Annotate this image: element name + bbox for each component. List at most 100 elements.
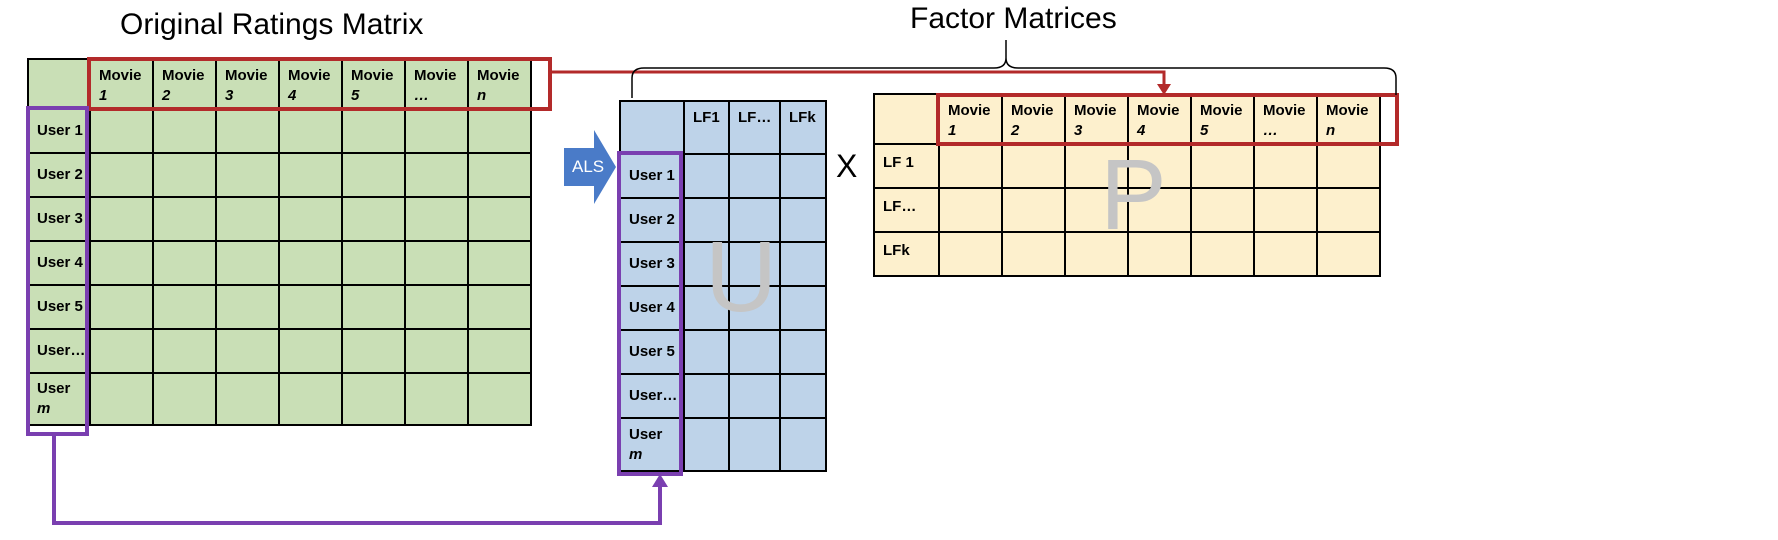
p-matrix-label: P (1100, 139, 1167, 251)
p-factor-label: LF 1 (873, 143, 940, 189)
rating-cell (215, 328, 280, 374)
ratings-movie-header-line1: Movie (288, 67, 331, 84)
rating-cell (278, 328, 343, 374)
als-arrow-icon (564, 130, 616, 204)
u-value-cell (683, 241, 730, 287)
ratings-movie-header-line1: Movie (162, 67, 205, 84)
ratings-user-row: User… (27, 328, 532, 374)
p-value-cell (1253, 187, 1318, 233)
rating-cell (278, 108, 343, 154)
ratings-movie-header-line1: Movie (225, 67, 268, 84)
rating-cell (467, 152, 532, 198)
ratings-movie-header-line2: n (477, 87, 487, 104)
ratings-movie-header: Movie 3 (215, 58, 280, 110)
p-movie-header-line2: … (1263, 122, 1278, 139)
ratings-movie-header: Movie… (404, 58, 469, 110)
rating-cell (467, 284, 532, 330)
ratings-movie-header-line1: Movie (351, 67, 394, 84)
rating-cell (278, 152, 343, 198)
ratings-movie-header-line2: 1 (99, 87, 108, 104)
u-value-cell (779, 417, 827, 472)
u-value-cell (683, 285, 730, 331)
p-factor-row: LF… (873, 187, 1381, 233)
rating-cell (152, 284, 217, 330)
p-value-cell (1190, 231, 1255, 277)
u-value-cell (779, 241, 827, 287)
u-user-label-line1: User 2 (629, 211, 675, 228)
red-arrowhead-icon (1157, 84, 1171, 95)
rating-cell (341, 240, 406, 286)
u-user-label: User 2 (619, 197, 685, 243)
ratings-user-label-line1: User 3 (37, 210, 83, 227)
u-user-column-highlight (617, 151, 683, 476)
u-user-row: User 3 (619, 241, 827, 287)
p-value-cell (1316, 187, 1381, 233)
u-value-cell (728, 153, 781, 199)
rating-cell (89, 284, 154, 330)
u-user-row: User 4 (619, 285, 827, 331)
red-connector-arrow (550, 70, 1166, 86)
p-corner-cell (873, 93, 940, 145)
rating-cell (341, 108, 406, 154)
rating-cell (152, 372, 217, 426)
u-user-label-line1: User 3 (629, 255, 675, 272)
u-value-cell (728, 329, 781, 375)
p-movie-header-line1: Movie (948, 102, 991, 119)
u-value-cell (728, 241, 781, 287)
u-factor-header: LF… (728, 100, 781, 155)
u-value-cell (779, 373, 827, 419)
rating-cell (404, 372, 469, 426)
p-value-cell (938, 231, 1003, 277)
rating-cell (467, 196, 532, 242)
rating-cell (89, 196, 154, 242)
u-value-cell (683, 417, 730, 472)
u-value-cell (728, 285, 781, 331)
p-movie-header-line1: Movie (1011, 102, 1054, 119)
rating-cell (467, 372, 532, 426)
u-value-cell (779, 153, 827, 199)
rating-cell (152, 108, 217, 154)
ratings-user-row: User 4 (27, 240, 532, 286)
u-user-label-line1: User 1 (629, 167, 675, 184)
rating-cell (89, 152, 154, 198)
u-value-cell (683, 153, 730, 199)
rating-cell (467, 328, 532, 374)
ratings-user-label-line1: User (37, 380, 71, 397)
rating-cell (215, 196, 280, 242)
u-value-cell (683, 373, 730, 419)
rating-cell (341, 328, 406, 374)
u-value-cell (779, 285, 827, 331)
p-movie-header-line2: 5 (1200, 122, 1209, 139)
original-ratings-title: Original Ratings Matrix (120, 8, 424, 41)
ratings-movie-header-line2: 3 (225, 87, 234, 104)
rating-cell (89, 328, 154, 374)
rating-cell (215, 108, 280, 154)
u-user-row: User 2 (619, 197, 827, 243)
factor-matrices-brace (631, 40, 1397, 98)
u-corner-cell (619, 100, 685, 155)
rating-cell (467, 108, 532, 154)
u-user-label-line1: User… (629, 387, 678, 404)
p-factor-label: LF… (873, 187, 940, 233)
rating-cell (341, 196, 406, 242)
rating-cell (404, 196, 469, 242)
rating-cell (341, 372, 406, 426)
p-value-cell (938, 187, 1003, 233)
u-user-label-line1: User (629, 425, 663, 443)
u-factor-header: LFk (779, 100, 827, 155)
ratings-user-label: User 2 (27, 152, 91, 198)
rating-cell (278, 240, 343, 286)
p-value-cell (1127, 143, 1192, 189)
rating-cell (404, 108, 469, 154)
rating-cell (404, 152, 469, 198)
rating-cell (404, 328, 469, 374)
